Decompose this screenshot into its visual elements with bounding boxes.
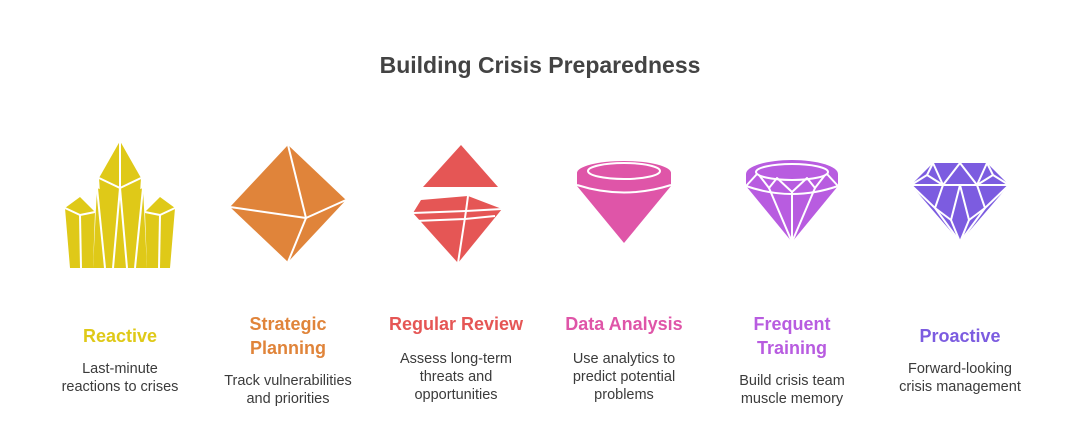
stage-proactive: Proactive Forward-looking crisis managem… bbox=[875, 0, 1045, 440]
diagram-title: Building Crisis Preparedness bbox=[379, 52, 701, 78]
stage-data-analysis: Data Analysis Use analytics to predict p… bbox=[539, 0, 709, 440]
stage-title: Strategic Planning bbox=[249, 314, 327, 358]
cone-gem-icon bbox=[576, 161, 672, 243]
octahedron-gem-icon bbox=[229, 144, 347, 263]
split-gem-icon bbox=[412, 145, 503, 264]
faceted-gem-icon bbox=[745, 160, 839, 243]
stage-regular-review: Regular Review Assess long-term threats … bbox=[371, 0, 541, 440]
stage-frequent-training: Frequent Training Build crisis team musc… bbox=[707, 0, 877, 440]
stage-title: Regular Review bbox=[388, 314, 524, 334]
crystal-cluster-icon bbox=[64, 141, 176, 269]
diamond-icon bbox=[910, 162, 1010, 243]
stage-title: Proactive bbox=[919, 326, 1001, 346]
stage-description: Track vulnerabilities and priorities bbox=[224, 373, 352, 407]
stage-title: Frequent Training bbox=[753, 314, 831, 358]
stage-description: Assess long-term threats and opportuniti… bbox=[399, 351, 512, 403]
stage-strategic-planning: Strategic Planning Track vulnerabilities… bbox=[203, 0, 373, 440]
stage-reactive: Reactive Last-minute reactions to crises bbox=[35, 0, 205, 440]
stage-description: Use analytics to predict potential probl… bbox=[572, 351, 676, 403]
stage-description: Build crisis team muscle memory bbox=[739, 373, 845, 407]
stage-title: Reactive bbox=[82, 326, 158, 346]
stage-description: Forward-looking crisis management bbox=[899, 361, 1021, 395]
stage-title: Data Analysis bbox=[565, 314, 683, 334]
stage-description: Last-minute reactions to crises bbox=[61, 361, 179, 395]
